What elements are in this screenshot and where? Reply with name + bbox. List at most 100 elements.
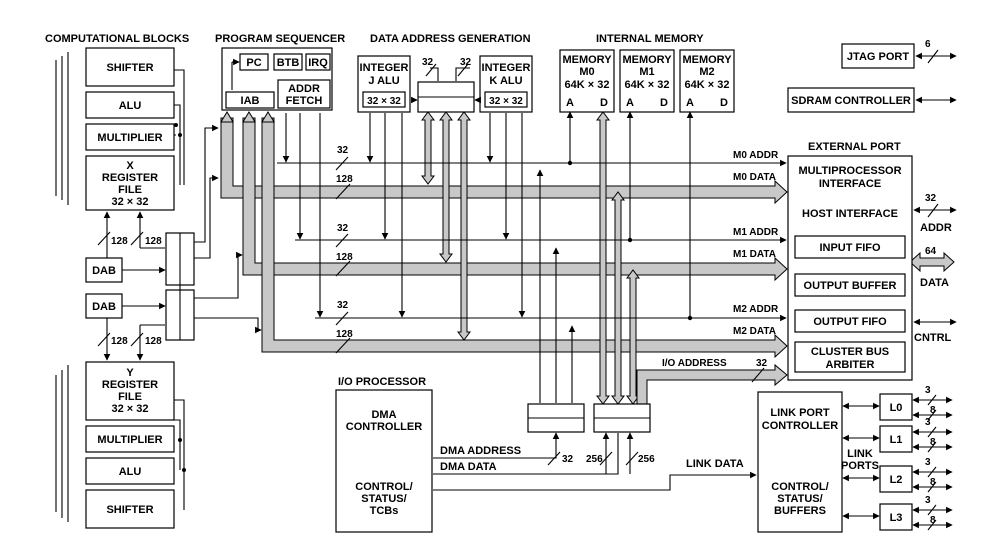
- svg-text:INTEGER: INTEGER: [482, 62, 531, 74]
- svg-text:IRQ: IRQ: [308, 57, 328, 69]
- svg-text:ALU: ALU: [119, 466, 142, 478]
- svg-text:128: 128: [336, 252, 353, 263]
- external-data-arrow: [909, 251, 955, 273]
- svg-text:M0 ADDR: M0 ADDR: [733, 150, 779, 161]
- svg-text:128: 128: [145, 336, 162, 347]
- svg-text:PORTS: PORTS: [841, 460, 879, 472]
- btb-block: [273, 53, 303, 71]
- svg-text:INTERFACE: INTERFACE: [819, 178, 881, 190]
- dab-y-block: [85, 293, 123, 319]
- svg-text:DAB: DAB: [92, 301, 116, 313]
- svg-text:M2 ADDR: M2 ADDR: [733, 304, 779, 315]
- svg-text:JTAG PORT: JTAG PORT: [847, 51, 909, 63]
- svg-text:256: 256: [638, 454, 655, 465]
- svg-text:32: 32: [756, 358, 768, 369]
- svg-text:M2: M2: [699, 66, 714, 78]
- section-program-sequencer: PROGRAM SEQUENCER: [215, 33, 345, 45]
- io-address-bus: [636, 363, 788, 405]
- bus-width-marks: 32 128 32 128 32 128: [335, 145, 353, 354]
- svg-text:L2: L2: [890, 474, 903, 486]
- x-multiplier-block: [85, 123, 175, 151]
- address-lines: [277, 111, 787, 403]
- svg-text:INPUT FIFO: INPUT FIFO: [819, 242, 881, 254]
- sdram-controller: SDRAM CONTROLLER: [787, 87, 957, 113]
- svg-text:32: 32: [337, 300, 349, 311]
- svg-text:128: 128: [111, 336, 128, 347]
- svg-text:LINK: LINK: [847, 448, 873, 460]
- bus-labels: M0 ADDR M0 DATA M1 ADDR M1 DATA M2 ADDR …: [662, 150, 779, 383]
- io-processor-block: DMA CONTROLLER CONTROL/ STATUS/ TCBs: [335, 389, 433, 533]
- svg-text:64: 64: [925, 246, 937, 257]
- svg-text:X: X: [126, 160, 134, 172]
- svg-text:TCBs: TCBs: [370, 505, 399, 517]
- svg-text:LINK PORT: LINK PORT: [770, 407, 830, 419]
- svg-text:3: 3: [925, 495, 931, 506]
- dab-crossbar: 128 128 128 128 DAB DAB: [85, 124, 262, 361]
- svg-text:CNTRL: CNTRL: [914, 332, 952, 344]
- svg-text:L1: L1: [890, 434, 903, 446]
- svg-text:DMA DATA: DMA DATA: [440, 461, 497, 473]
- svg-text:OUTPUT BUFFER: OUTPUT BUFFER: [804, 280, 897, 292]
- link-port-l0: [879, 393, 913, 421]
- jtag-port: JTAG PORT 6: [841, 39, 957, 69]
- link-ports: L0 L1 L2 L3 3 8 3 8 3 8 3 8: [842, 385, 953, 531]
- cluster-bus-arbiter-block: [794, 341, 906, 373]
- svg-text:CONTROLLER: CONTROLLER: [762, 420, 838, 432]
- svg-text:L3: L3: [890, 512, 903, 524]
- output-fifo-block: [794, 309, 906, 333]
- svg-text:M0 DATA: M0 DATA: [733, 172, 776, 183]
- svg-text:MULTIPROCESSOR: MULTIPROCESSOR: [798, 165, 901, 177]
- svg-text:32 × 32: 32 × 32: [367, 96, 401, 107]
- svg-text:D: D: [600, 97, 608, 109]
- svg-text:J ALU: J ALU: [368, 75, 399, 87]
- external-port-block: MULTIPROCESSOR INTERFACE HOST INTERFACE …: [787, 155, 957, 381]
- svg-text:8: 8: [930, 515, 936, 526]
- x-alu-block: [85, 91, 175, 119]
- svg-text:DMA ADDRESS: DMA ADDRESS: [440, 445, 521, 457]
- svg-text:CLUSTER BUS: CLUSTER BUS: [811, 346, 889, 358]
- y-multiplier-block: [85, 425, 175, 453]
- svg-text:Y: Y: [126, 367, 134, 379]
- x-shifter-block: [85, 47, 175, 87]
- section-data-address-generation: DATA ADDRESS GENERATION: [370, 33, 531, 45]
- pc-block: [239, 53, 269, 71]
- svg-text:LINK DATA: LINK DATA: [686, 458, 744, 470]
- m2-data-bus: [261, 117, 788, 359]
- svg-text:3: 3: [925, 457, 931, 468]
- x-register-file-block: [85, 155, 175, 211]
- svg-text:FILE: FILE: [118, 391, 142, 403]
- svg-text:8: 8: [930, 477, 936, 488]
- svg-text:M1: M1: [639, 66, 654, 78]
- link-port-controller: LINK PORT CONTROLLER CONTROL/ STATUS/ BU…: [757, 391, 879, 533]
- svg-text:FILE: FILE: [118, 184, 142, 196]
- svg-text:32 × 32: 32 × 32: [111, 403, 148, 415]
- svg-text:32: 32: [422, 57, 434, 68]
- irq-block: [305, 53, 331, 71]
- svg-text:MEMORY: MEMORY: [682, 54, 732, 66]
- svg-text:32: 32: [562, 454, 574, 465]
- svg-text:MULTIPLIER: MULTIPLIER: [97, 434, 162, 446]
- svg-text:M0: M0: [579, 66, 594, 78]
- section-internal-memory: INTERNAL MEMORY: [596, 33, 704, 45]
- section-io-processor: I/O PROCESSOR: [338, 376, 426, 388]
- svg-text:A: A: [626, 97, 634, 109]
- svg-text:32 × 32: 32 × 32: [489, 96, 523, 107]
- m0-data-bus: [220, 117, 788, 205]
- svg-text:ADDR: ADDR: [920, 222, 952, 234]
- svg-text:SHIFTER: SHIFTER: [106, 504, 153, 516]
- svg-text:CONTROLLER: CONTROLLER: [346, 421, 422, 433]
- svg-text:INTEGER: INTEGER: [360, 62, 409, 74]
- output-buffer-block: [794, 273, 906, 297]
- svg-text:STATUS/: STATUS/: [361, 493, 406, 505]
- svg-text:PC: PC: [246, 57, 261, 69]
- svg-text:REGISTER: REGISTER: [102, 379, 158, 391]
- svg-text:128: 128: [145, 236, 162, 247]
- svg-text:A: A: [566, 97, 574, 109]
- section-external-port: EXTERNAL PORT: [808, 141, 901, 153]
- program-sequencer: PC BTB IRQ IAB ADDR FETCH: [221, 47, 333, 111]
- y-register-file-block: [85, 361, 175, 421]
- svg-text:MEMORY: MEMORY: [622, 54, 672, 66]
- memory-data-vertical-buses: [596, 111, 640, 405]
- svg-text:SHIFTER: SHIFTER: [106, 62, 153, 74]
